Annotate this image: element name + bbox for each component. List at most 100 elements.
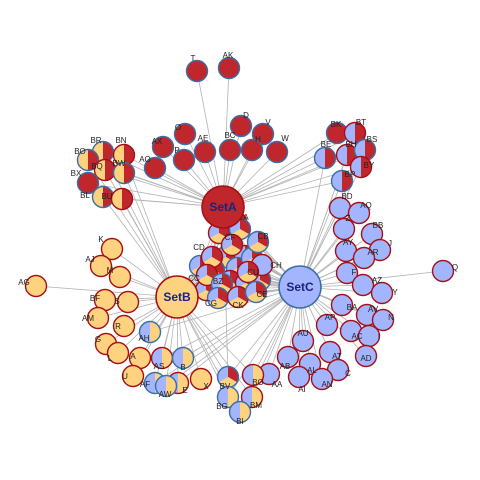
node-label-t: T — [191, 54, 196, 63]
node-label-a: A — [130, 352, 136, 361]
node-bs[interactable] — [353, 138, 377, 162]
edge-bt-seta — [222, 132, 356, 208]
node-k[interactable] — [100, 237, 124, 261]
node-ah[interactable] — [138, 320, 162, 344]
node-bw-slice-B — [113, 162, 124, 184]
node-aw[interactable] — [154, 374, 178, 398]
node-ab-fill — [277, 346, 299, 368]
node-label-bc: BC — [224, 131, 235, 140]
node-cd[interactable] — [200, 245, 224, 269]
node-ar[interactable] — [352, 246, 376, 270]
node-label-ai: AI — [298, 385, 306, 394]
node-ai[interactable] — [287, 365, 311, 389]
node-label-am: AM — [82, 314, 94, 323]
node-o[interactable] — [173, 122, 197, 146]
node-z[interactable] — [332, 217, 356, 241]
node-label-v: V — [265, 118, 271, 127]
node-m[interactable] — [108, 265, 132, 289]
node-bt[interactable] — [343, 121, 367, 145]
node-ak[interactable] — [217, 56, 241, 80]
node-x[interactable] — [189, 367, 213, 391]
node-ad[interactable] — [354, 344, 378, 368]
node-cb[interactable] — [246, 230, 270, 254]
node-d[interactable] — [229, 114, 253, 138]
node-am[interactable] — [86, 306, 110, 330]
node-b[interactable] — [171, 346, 195, 370]
node-p-fill — [173, 149, 195, 171]
node-ad-fill — [355, 345, 377, 367]
node-bv[interactable] — [216, 365, 240, 389]
node-bo2-slice-C — [242, 364, 253, 386]
node-n[interactable] — [371, 308, 395, 332]
node-ae[interactable] — [193, 140, 217, 164]
node-bq[interactable] — [93, 158, 117, 182]
edge-bx-seta — [87, 182, 224, 208]
node-by[interactable] — [349, 155, 373, 179]
node-bp[interactable] — [330, 169, 354, 193]
node-y[interactable] — [370, 281, 394, 305]
node-l[interactable] — [106, 341, 130, 365]
node-aj[interactable] — [89, 254, 113, 278]
node-p[interactable] — [172, 148, 196, 172]
node-q[interactable] — [431, 259, 455, 283]
node-ce[interactable] — [244, 280, 268, 304]
node-label-az: AZ — [372, 276, 382, 285]
node-bo2[interactable] — [241, 363, 265, 387]
hub-setb[interactable]: SetB — [155, 275, 199, 319]
node-u[interactable] — [121, 364, 145, 388]
node-ar-border — [352, 246, 376, 270]
node-bi[interactable] — [228, 400, 252, 424]
node-bc-border — [218, 138, 242, 162]
node-label-bb: BB — [373, 221, 384, 230]
node-an[interactable] — [310, 367, 334, 391]
node-v[interactable] — [251, 122, 275, 146]
node-bp-border — [330, 169, 354, 193]
node-bp-slice-A — [342, 170, 353, 192]
node-ba-fill — [331, 294, 353, 316]
node-cf[interactable] — [220, 233, 244, 257]
node-t-fill — [186, 60, 208, 82]
node-s[interactable] — [116, 290, 140, 314]
node-ag-fill — [25, 275, 47, 297]
node-ba[interactable] — [330, 293, 354, 317]
node-az[interactable] — [351, 273, 375, 297]
node-ao[interactable] — [143, 156, 167, 180]
node-ax[interactable] — [151, 135, 175, 159]
edge-as-setc — [161, 286, 301, 359]
node-label-ah: AH — [138, 334, 149, 343]
node-cu[interactable] — [236, 260, 260, 284]
node-ap[interactable] — [315, 313, 339, 337]
node-bt-slice-A — [355, 122, 366, 144]
edge-t-seta — [196, 70, 224, 208]
node-au[interactable] — [291, 329, 315, 353]
node-w[interactable] — [265, 140, 289, 164]
node-bx[interactable] — [76, 171, 100, 195]
node-be[interactable] — [313, 146, 337, 170]
node-bg[interactable] — [216, 385, 240, 409]
node-bu[interactable] — [110, 187, 134, 211]
node-r[interactable] — [112, 314, 136, 338]
node-m-fill — [109, 266, 131, 288]
node-label-w: W — [281, 134, 289, 143]
node-bo[interactable] — [76, 148, 100, 172]
node-be-border — [313, 146, 337, 170]
node-cb-border — [246, 230, 270, 254]
hub-seta[interactable]: SetA — [201, 185, 245, 229]
node-ab[interactable] — [276, 345, 300, 369]
node-bw[interactable] — [112, 161, 136, 185]
hub-setc[interactable]: SetC — [278, 265, 322, 309]
node-bn[interactable] — [112, 143, 136, 167]
node-aq[interactable] — [347, 201, 371, 225]
node-bm-border — [240, 385, 264, 409]
node-ca[interactable] — [228, 217, 252, 241]
node-ag-border — [24, 274, 48, 298]
node-h[interactable] — [240, 138, 264, 162]
node-label-ao: AO — [139, 155, 151, 164]
node-label-e: E — [182, 386, 187, 395]
node-t[interactable] — [185, 59, 209, 83]
node-label-at: AT — [332, 352, 342, 361]
node-f[interactable] — [335, 261, 359, 285]
node-ag[interactable] — [24, 274, 48, 298]
node-bc[interactable] — [218, 138, 242, 162]
